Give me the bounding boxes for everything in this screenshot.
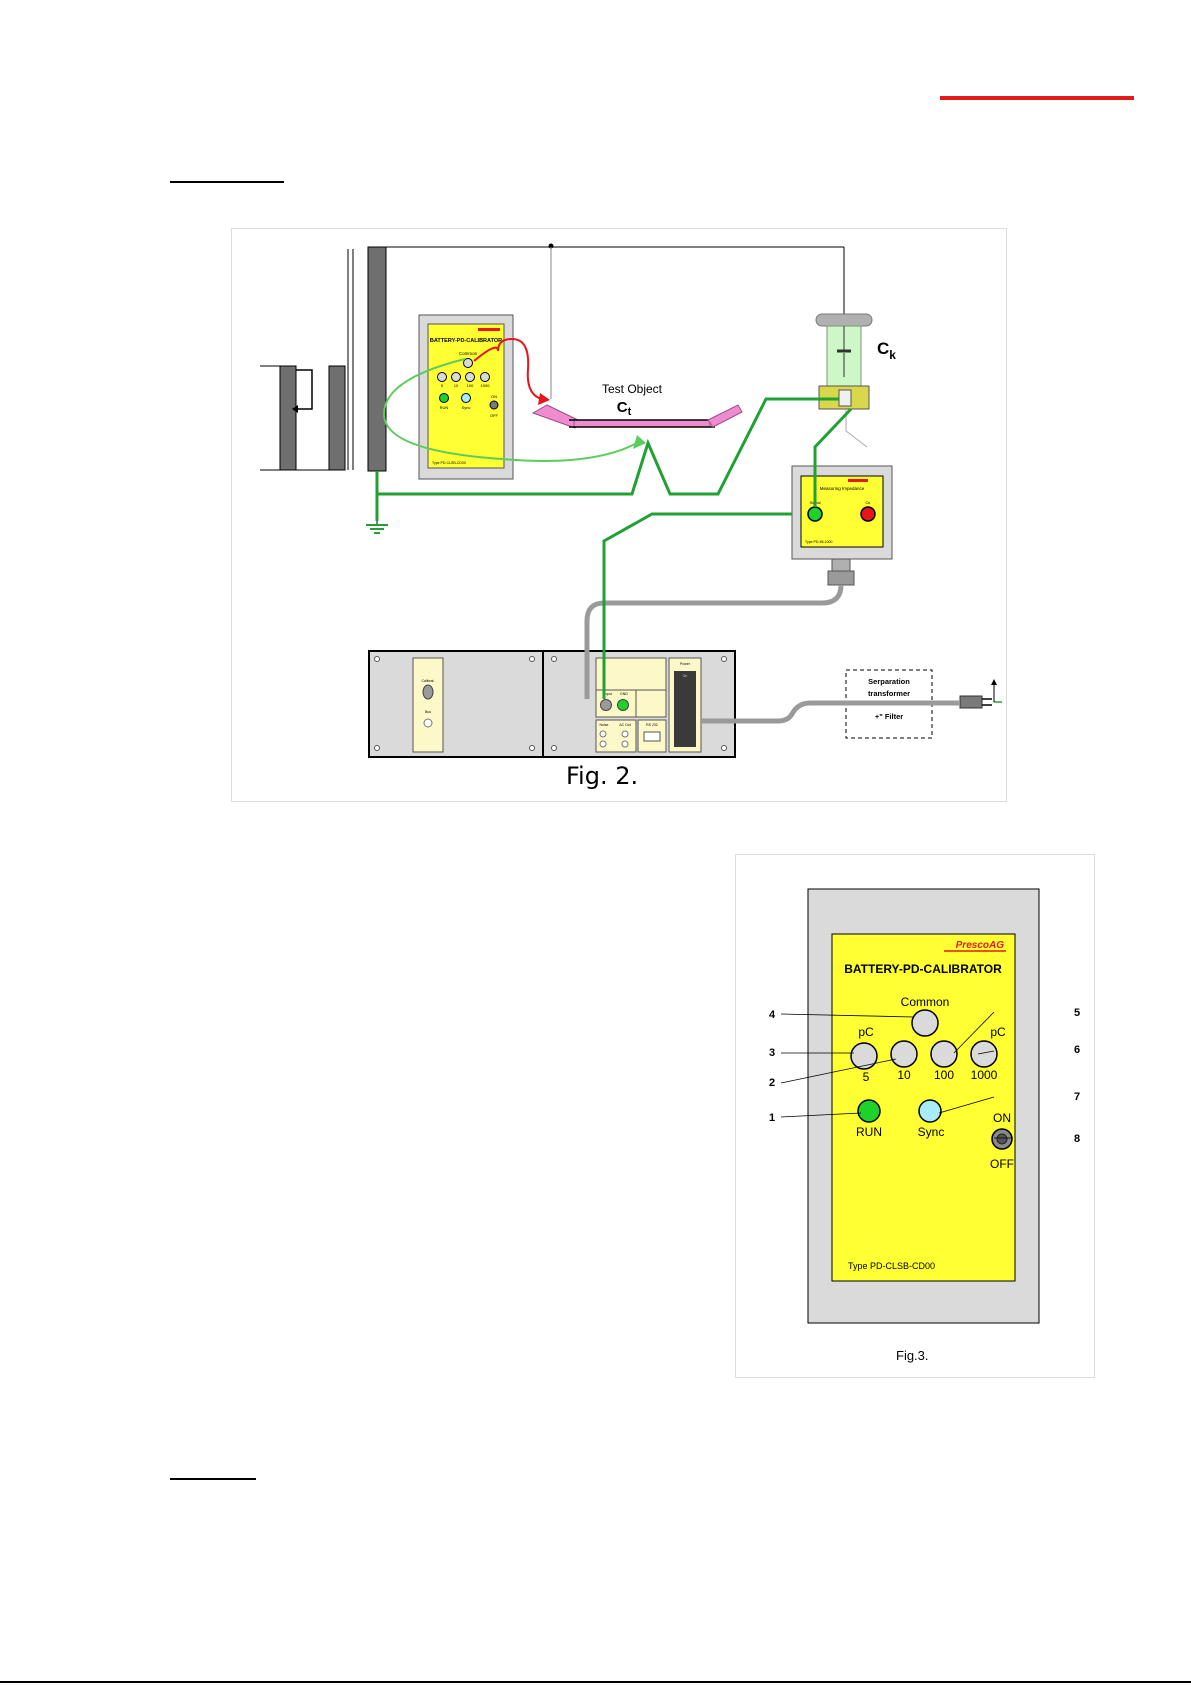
callout-4: 4 bbox=[769, 1009, 776, 1021]
calibrator-small-title: BATTERY-PD-CALIBRATOR bbox=[430, 338, 502, 344]
instrument-rack: Calibrat. Bus Input GND Noise AC Out RS … bbox=[368, 650, 736, 758]
header-accent-rule bbox=[940, 96, 1134, 100]
fig3-pc-left: pC bbox=[858, 1025, 874, 1039]
fig3-step-1000: 1000 bbox=[971, 1068, 998, 1082]
red-wire bbox=[473, 337, 550, 405]
fig3-button-1000 bbox=[970, 1040, 998, 1068]
fig3-common: Common bbox=[901, 995, 950, 1009]
sep-line3: +" Filter bbox=[875, 712, 903, 721]
callout-6: 6 bbox=[1074, 1044, 1080, 1056]
rack-bus: Bus bbox=[425, 710, 431, 714]
callout-lines bbox=[780, 1011, 1012, 1139]
calibrator-small-step-1: 10 bbox=[454, 383, 459, 388]
fig3-type: Type PD-CLSB-CD00 bbox=[848, 1261, 935, 1271]
fig3-pc-right: pC bbox=[990, 1025, 1006, 1039]
hv-transformer bbox=[260, 246, 387, 472]
fig3-run-led bbox=[857, 1099, 881, 1123]
mi-type: Type PD-MI-1000 bbox=[805, 540, 832, 544]
figure-2: BATTERY-PD-CALIBRATOR Common 5 10 100 10… bbox=[231, 228, 1007, 802]
hv-lead bbox=[386, 243, 845, 399]
calibrator-small-off: OFF bbox=[490, 413, 499, 418]
calibrator-small-run: RUN bbox=[440, 405, 449, 410]
fig3-off: OFF bbox=[990, 1157, 1014, 1171]
calibrator-small-step-3: 1000 bbox=[481, 383, 491, 388]
fig3-step-100: 100 bbox=[934, 1068, 954, 1082]
ct-label: Ct bbox=[617, 399, 632, 418]
calibrator-small-step-0: 5 bbox=[441, 383, 444, 388]
ck-label: Ck bbox=[877, 339, 896, 362]
test-object: Test Object Ct bbox=[531, 382, 743, 429]
fig3-common-button bbox=[911, 1009, 939, 1037]
footer-rule bbox=[0, 1681, 1191, 1683]
figure-2-drawing: BATTERY-PD-CALIBRATOR Common 5 10 100 10… bbox=[260, 243, 1002, 758]
rack-gnd: GND bbox=[620, 692, 628, 696]
rack-input: Input bbox=[604, 692, 612, 696]
figure-3-drawing: PrescoAG BATTERY-PD-CALIBRATOR Common pC… bbox=[769, 888, 1080, 1363]
section-heading-underline-2 bbox=[170, 1478, 256, 1480]
power-plug-icon bbox=[959, 679, 1002, 709]
mi-title: Measuring Impedance bbox=[820, 486, 865, 491]
figure-3: PrescoAG BATTERY-PD-CALIBRATOR Common pC… bbox=[735, 854, 1095, 1378]
rack-acout: AC Out bbox=[619, 723, 631, 727]
callout-1: 1 bbox=[769, 1112, 775, 1124]
fig3-button-5 bbox=[850, 1042, 878, 1070]
calibrator-small: BATTERY-PD-CALIBRATOR Common 5 10 100 10… bbox=[418, 314, 514, 480]
mi-ck: Ck bbox=[866, 500, 871, 505]
fig3-run: RUN bbox=[856, 1125, 882, 1139]
calibrator-small-sync: Sync bbox=[462, 405, 471, 410]
rack-power: Power bbox=[680, 662, 691, 666]
figure-2-caption: Fig. 2. bbox=[566, 762, 639, 790]
fig3-brand: PrescoAG bbox=[956, 940, 1005, 951]
rack-calibr: Calibrat. bbox=[421, 679, 434, 683]
sep-line2: transformer bbox=[868, 689, 910, 698]
fig3-step-5: 5 bbox=[863, 1070, 870, 1084]
fig3-sync-led bbox=[918, 1099, 942, 1123]
callout-7: 7 bbox=[1074, 1091, 1080, 1103]
ground-icon bbox=[366, 471, 388, 534]
fig3-caption: Fig.3. bbox=[896, 1348, 929, 1363]
fig3-button-10 bbox=[890, 1040, 918, 1068]
rack-on: On bbox=[683, 674, 688, 678]
test-object-label: Test Object bbox=[602, 382, 663, 396]
callout-5: 5 bbox=[1074, 1007, 1080, 1019]
rack-noise: Noise bbox=[600, 723, 609, 727]
fig3-sync: Sync bbox=[918, 1125, 945, 1139]
callout-3: 3 bbox=[769, 1047, 775, 1059]
fig3-title: BATTERY-PD-CALIBRATOR bbox=[844, 962, 1002, 976]
coupling-capacitor: Ck bbox=[815, 313, 896, 410]
green-wires bbox=[377, 358, 853, 699]
fig3-step-10: 10 bbox=[897, 1068, 911, 1082]
calibrator-small-on: ON bbox=[491, 394, 497, 399]
fig3-on: ON bbox=[993, 1111, 1011, 1125]
calibrator-small-type: Type PD-CLSB-CD00 bbox=[432, 461, 466, 465]
callout-2: 2 bbox=[769, 1077, 775, 1089]
callout-8: 8 bbox=[1074, 1133, 1080, 1145]
calibrator-small-common: Common bbox=[459, 351, 478, 356]
sep-line1: Serparation bbox=[868, 677, 910, 686]
measuring-impedance: Measuring Impedance Signal Ck Type PD-MI… bbox=[791, 409, 893, 586]
section-heading-underline-1 bbox=[170, 181, 284, 183]
calibrator-small-step-2: 100 bbox=[467, 383, 474, 388]
rack-rs232: RS 232 bbox=[646, 723, 658, 727]
fig3-button-100 bbox=[930, 1040, 958, 1068]
